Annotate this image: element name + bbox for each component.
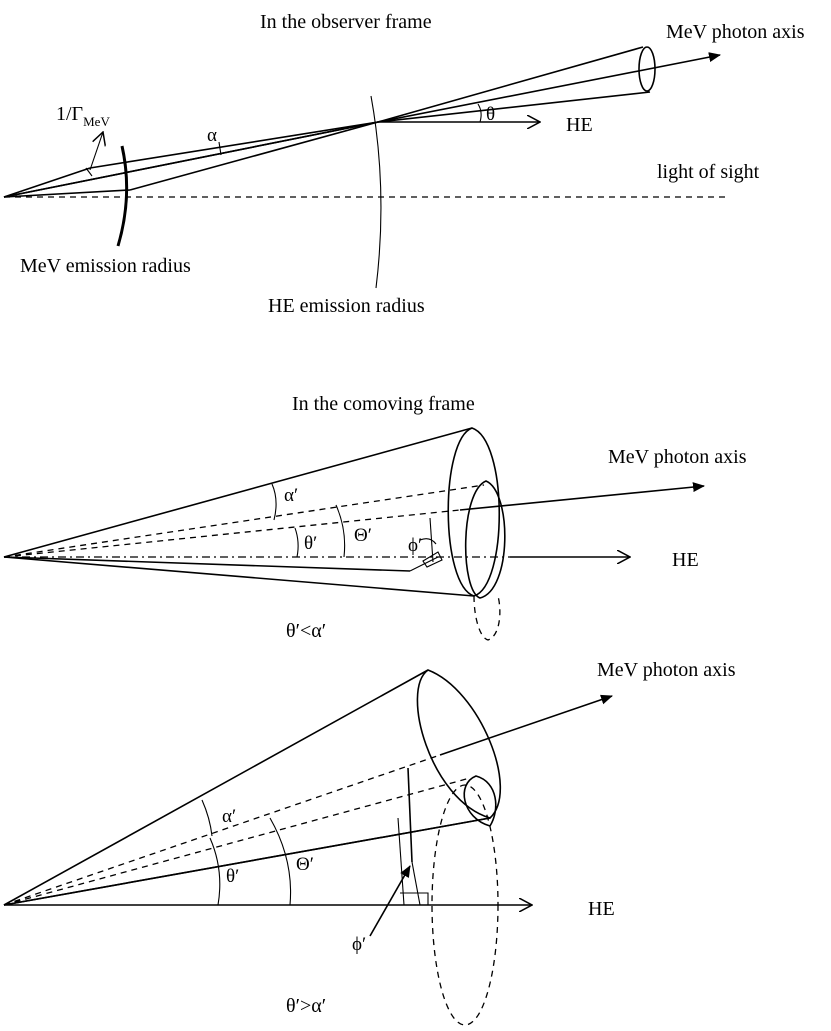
phi-vertical-3 [407,767,413,863]
mev-emission-radius-label: MeV emission radius [20,255,191,277]
big-theta-label-2: Θ′ [354,525,372,546]
alpha-arc-2 [271,483,277,521]
he-label-2: HE [672,549,699,571]
comoving-frame-title: In the comoving frame [292,393,475,415]
right-angle-marker-3 [400,892,429,905]
phi-arc-2 [419,538,437,545]
mev-axis-cone-top [377,46,644,123]
mev-photon-axis-label: MeV photon axis [666,21,805,43]
phi-label-3: ϕ′ [352,934,366,955]
inner-cone-top-edge-3 [3,777,471,906]
mev-photon-axis-arrow-2 [459,482,705,511]
alpha-label-2: α′ [284,485,298,506]
mev-cone-edge-b [89,121,379,169]
alpha-label-3: α′ [222,806,236,827]
mev-cone-edge-c [3,189,131,198]
mev-photon-axis-arrow [377,52,721,123]
he-label: HE [566,114,593,136]
alpha-tick [218,141,222,156]
inner-circle [464,480,506,599]
outer-cone-top-edge [3,427,473,558]
outer-cone-bottom-edge [3,556,475,597]
big-theta-arc-2 [335,504,346,558]
gamma-pointer [89,132,103,171]
mev-photon-axis-label-3: MeV photon axis [597,659,736,681]
mev-axis-dashed [3,509,461,558]
comoving-frame-panel-1: In the comoving frame MeV photon axis HE… [3,393,747,642]
gamma-tick [85,167,93,177]
inner-cone-top-edge [3,484,485,558]
theta-arc-3 [209,837,221,906]
alpha-arc-3 [201,799,213,837]
condition-label-1: θ′<α′ [286,620,326,642]
phi-pointer-3 [369,865,411,937]
alpha-label: α [207,125,217,146]
theta-label-2: θ′ [304,533,317,554]
mev-axis-cone-rim [638,46,656,92]
phi-line-3b [411,861,421,906]
observer-frame-title: In the observer frame [260,11,432,33]
he-label-3: HE [588,898,615,920]
mev-photon-axis-label-2: MeV photon axis [608,446,747,468]
condition-label-2: θ′>α′ [286,995,326,1017]
mev-emission-radius-arc [116,145,129,247]
mev-photon-axis-arrow-3 [439,694,613,756]
theta-label-3: θ′ [226,866,239,887]
observer-frame-panel: In the observer frame light of sight MeV… [3,11,805,317]
inner-circle-dashed-lower [473,595,501,641]
outer-cone-rim [447,427,500,597]
mev-cone-edge-d [129,121,379,191]
he-emission-radius-label: HE emission radius [268,295,425,317]
right-angle-marker [422,551,443,568]
mev-axis-cone-bottom [377,91,651,123]
theta-arc [477,103,482,123]
theta-arc-2 [294,527,299,558]
phi-line-3 [397,817,405,906]
phi-label-2: ϕ′ [408,535,422,556]
inner-cone-bottom-edge-3 [3,817,491,906]
he-emission-radius-arc [370,95,382,289]
mev-cone-edge-a [3,167,91,198]
outer-cone-top-edge-3 [3,669,429,906]
big-theta-arc-3 [269,817,292,906]
theta-label: θ [486,104,495,125]
mev-axis-dashed-3 [3,754,441,906]
inner-circle-3 [463,775,497,827]
big-theta-label-3: Θ′ [296,854,314,875]
mev-cone-axis [3,121,379,198]
gamma-label: 1/ΓMeV [56,103,110,129]
line-of-sight-label: light of sight [657,161,760,183]
outer-cone-rim-3 [416,669,501,819]
inner-cone-bottom-edge [3,556,411,572]
comoving-frame-panel-2: MeV photon axis HE ϕ′ α′ θ′ Θ′ θ′>α′ [3,659,736,1026]
